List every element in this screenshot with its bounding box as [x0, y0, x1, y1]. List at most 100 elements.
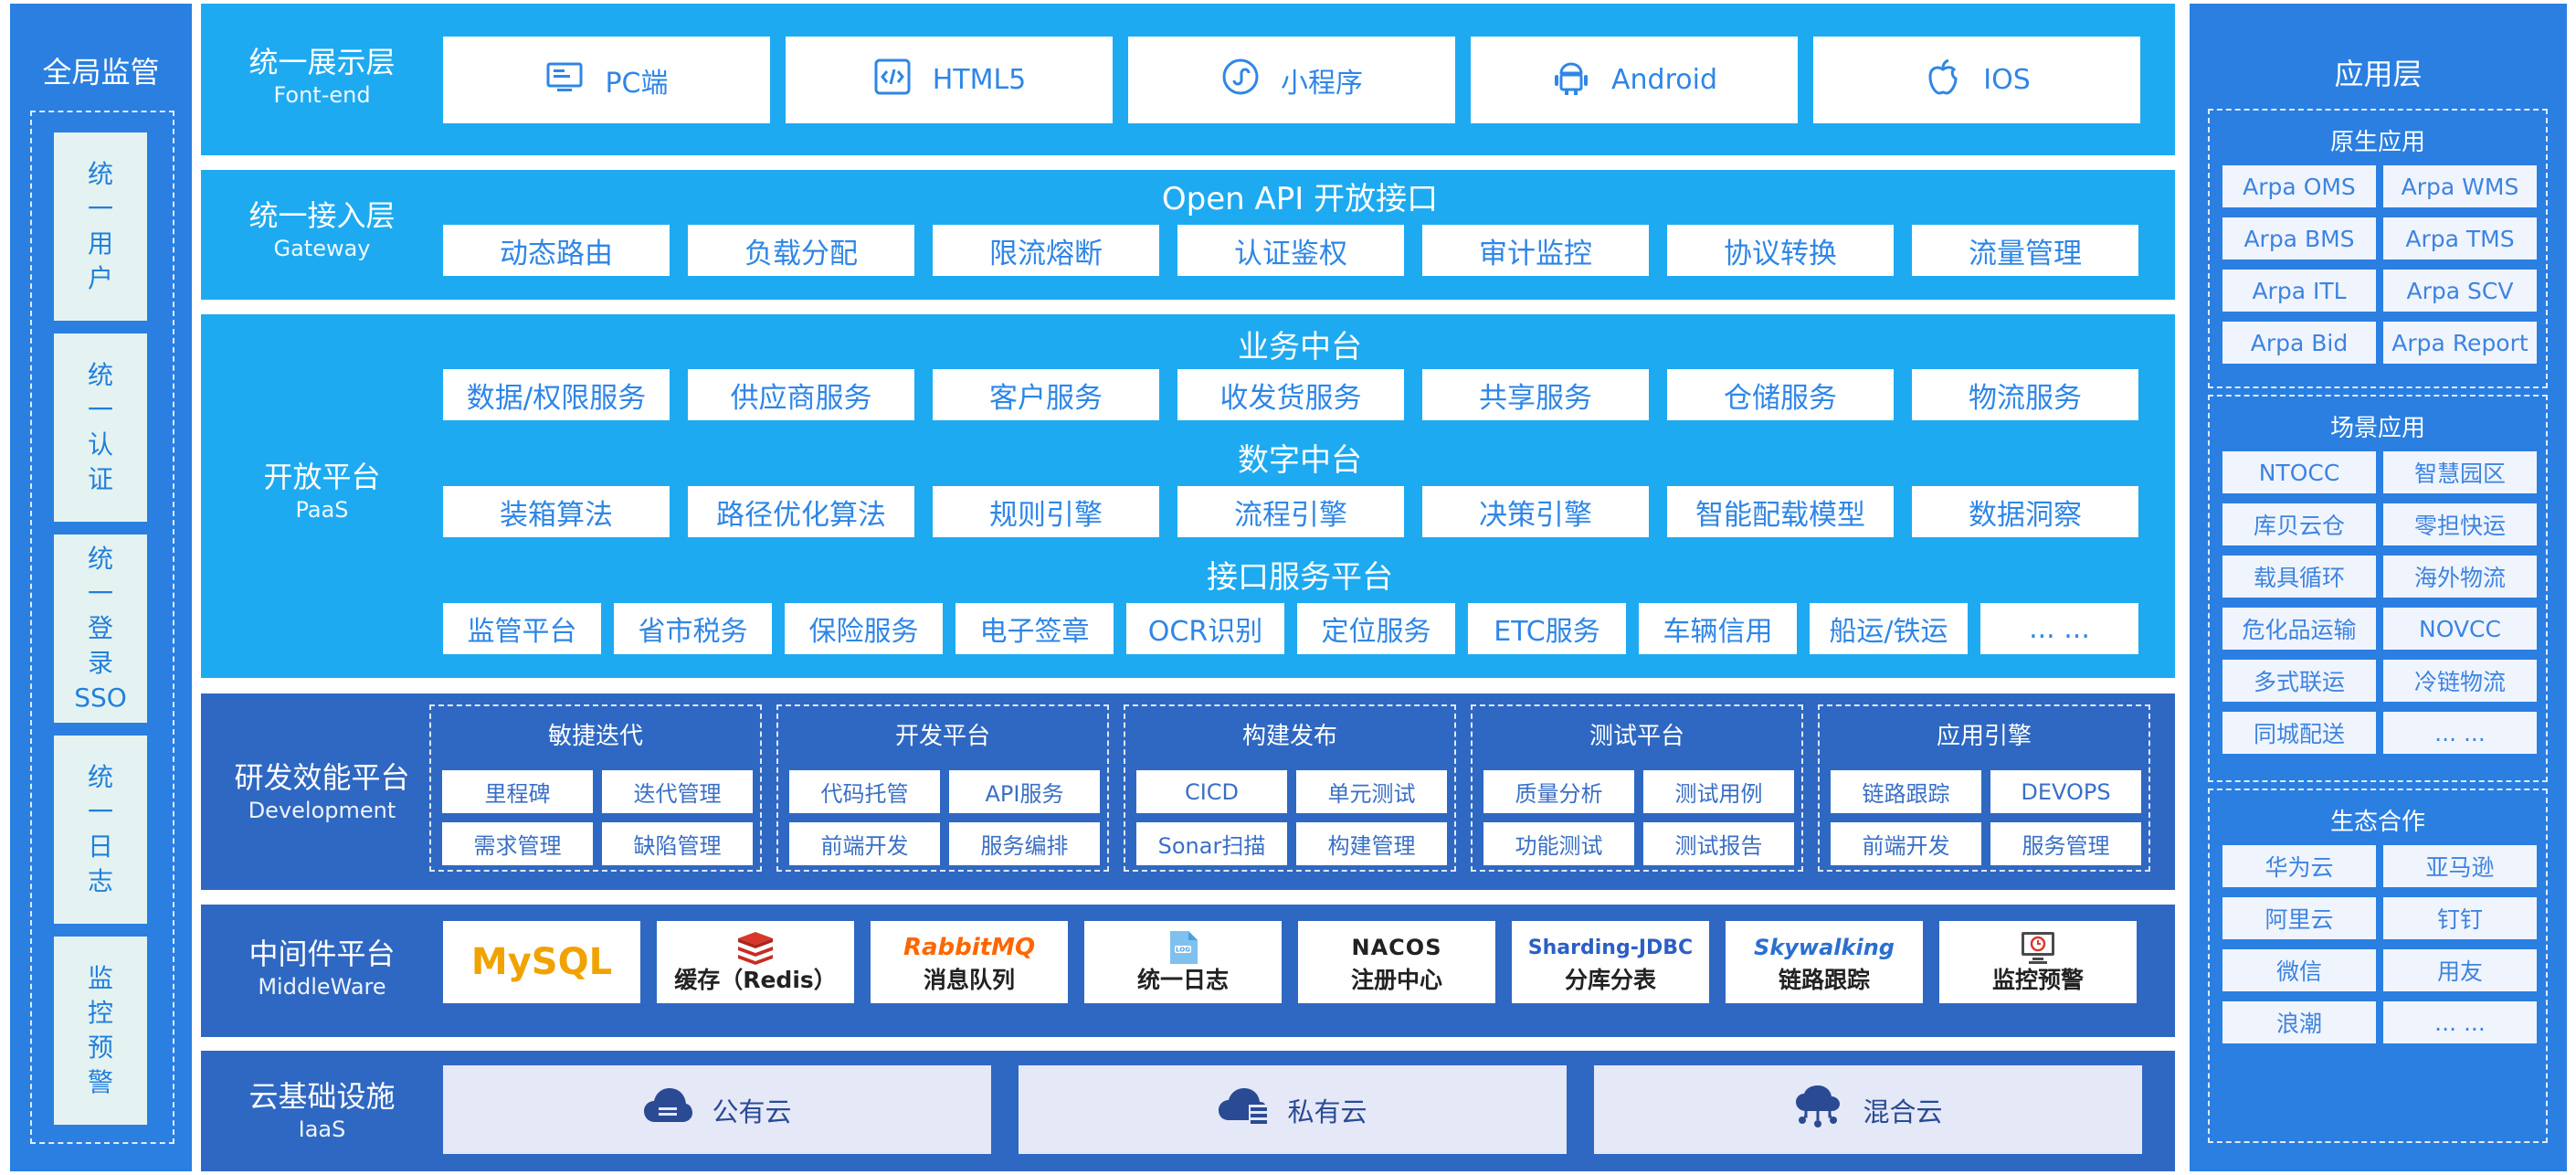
app-item[interactable]: 阿里云 — [2222, 897, 2376, 939]
interface-service-item[interactable]: 保险服务 — [785, 603, 943, 654]
monitor-alert-mw-card[interactable]: 监控预警 — [1939, 921, 2137, 1003]
gateway-item[interactable]: 限流熔断 — [933, 225, 1159, 276]
business-service-item[interactable]: 共享服务 — [1422, 369, 1649, 420]
app-item[interactable]: 同城配送 — [2222, 712, 2376, 754]
unified-user-card[interactable]: 统 一 用 户 — [54, 132, 147, 321]
app-item[interactable]: Arpa Bid — [2222, 322, 2376, 364]
dev-item[interactable]: 测试用例 — [1643, 770, 1794, 813]
app-item[interactable]: 零担快运 — [2383, 503, 2537, 545]
app-item[interactable]: 库贝云仓 — [2222, 503, 2376, 545]
app-item[interactable]: 钉钉 — [2383, 897, 2537, 939]
public-cloud-card[interactable]: 公有云 — [443, 1065, 991, 1154]
dev-item[interactable]: 单元测试 — [1296, 770, 1447, 813]
app-item[interactable]: ... ... — [2383, 1001, 2537, 1043]
digital-service-item[interactable]: 装箱算法 — [443, 486, 670, 537]
app-item[interactable]: 海外物流 — [2383, 556, 2537, 598]
dev-item[interactable]: API服务 — [949, 770, 1100, 813]
app-item[interactable]: 用友 — [2383, 949, 2537, 991]
dev-item[interactable]: 质量分析 — [1483, 770, 1634, 813]
dev-item[interactable]: 服务编排 — [949, 822, 1100, 865]
app-item[interactable]: 危化品运输 — [2222, 608, 2376, 650]
dev-item[interactable]: 缺陷管理 — [602, 822, 753, 865]
dev-item[interactable]: CICD — [1136, 770, 1287, 813]
business-service-item[interactable]: 客户服务 — [933, 369, 1159, 420]
digital-service-item[interactable]: 规则引擎 — [933, 486, 1159, 537]
dev-item[interactable]: 链路跟踪 — [1831, 770, 1981, 813]
app-item[interactable]: Arpa WMS — [2383, 165, 2537, 207]
business-service-item[interactable]: 收发货服务 — [1177, 369, 1404, 420]
interface-service-item[interactable]: 定位服务 — [1297, 603, 1455, 654]
gateway-item[interactable]: 流量管理 — [1912, 225, 2138, 276]
hybrid-cloud-card[interactable]: 混合云 — [1594, 1065, 2142, 1154]
gateway-item[interactable]: 认证鉴权 — [1177, 225, 1404, 276]
frontend-pc-card[interactable]: PC端 — [443, 37, 770, 123]
gateway-item[interactable]: 协议转换 — [1667, 225, 1894, 276]
gateway-item[interactable]: 审计监控 — [1422, 225, 1649, 276]
nacos-card[interactable]: NACOS 注册中心 — [1298, 921, 1495, 1003]
skywalking-card[interactable]: Skywalking 链路跟踪 — [1726, 921, 1923, 1003]
digital-service-item[interactable]: 决策引擎 — [1422, 486, 1649, 537]
dev-item[interactable]: 测试报告 — [1643, 822, 1794, 865]
monitor-alert-card[interactable]: 监 控 预 警 — [54, 937, 147, 1125]
gateway-item[interactable]: 负载分配 — [688, 225, 914, 276]
business-service-item[interactable]: 数据/权限服务 — [443, 369, 670, 420]
interface-service-item[interactable]: OCR识别 — [1126, 603, 1284, 654]
dev-item[interactable]: Sonar扫描 — [1136, 822, 1287, 865]
digital-service-item[interactable]: 智能配载模型 — [1667, 486, 1894, 537]
digital-service-item[interactable]: 数据洞察 — [1912, 486, 2138, 537]
app-item[interactable]: 智慧园区 — [2383, 451, 2537, 493]
dev-item[interactable]: 功能测试 — [1483, 822, 1634, 865]
dev-item[interactable]: 前端开发 — [1831, 822, 1981, 865]
frontend-ios-card[interactable]: IOS — [1813, 37, 2140, 123]
app-item[interactable]: Arpa OMS — [2222, 165, 2376, 207]
app-item[interactable]: 多式联运 — [2222, 660, 2376, 702]
app-item[interactable]: Arpa TMS — [2383, 217, 2537, 259]
private-cloud-card[interactable]: 私有云 — [1019, 1065, 1567, 1154]
app-item[interactable]: Arpa Report — [2383, 322, 2537, 364]
app-item[interactable]: NTOCC — [2222, 451, 2376, 493]
redis-card[interactable]: 缓存（Redis） — [657, 921, 854, 1003]
interface-service-item[interactable]: 省市税务 — [614, 603, 772, 654]
dev-item[interactable]: 构建管理 — [1296, 822, 1447, 865]
unified-auth-card[interactable]: 统 一 认 证 — [54, 333, 147, 522]
dev-item[interactable]: 需求管理 — [442, 822, 593, 865]
mysql-card[interactable]: MySQL — [443, 921, 640, 1003]
rabbitmq-card[interactable]: RabbitMQ 消息队列 — [871, 921, 1068, 1003]
dev-item[interactable]: 代码托管 — [789, 770, 940, 813]
dev-item[interactable]: 迭代管理 — [602, 770, 753, 813]
interface-service-item[interactable]: ETC服务 — [1468, 603, 1626, 654]
app-item[interactable]: ... ... — [2383, 712, 2537, 754]
app-item[interactable]: Arpa ITL — [2222, 270, 2376, 312]
interface-service-item[interactable]: 车辆信用 — [1639, 603, 1797, 654]
digital-service-item[interactable]: 流程引擎 — [1177, 486, 1404, 537]
unified-log-mw-card[interactable]: LOG 统一日志 — [1084, 921, 1282, 1003]
app-item[interactable]: 华为云 — [2222, 845, 2376, 887]
app-item[interactable]: 亚马逊 — [2383, 845, 2537, 887]
dev-item[interactable]: 里程碑 — [442, 770, 593, 813]
interface-service-item[interactable]: 船运/铁运 — [1810, 603, 1968, 654]
interface-service-item[interactable]: ... ... — [1980, 603, 2138, 654]
frontend-miniprogram-card[interactable]: 小程序 — [1128, 37, 1455, 123]
sharding-jdbc-card[interactable]: Sharding-JDBC 分库分表 — [1512, 921, 1709, 1003]
dev-item[interactable]: 前端开发 — [789, 822, 940, 865]
business-service-item[interactable]: 仓储服务 — [1667, 369, 1894, 420]
app-item[interactable]: NOVCC — [2383, 608, 2537, 650]
frontend-android-card[interactable]: Android — [1471, 37, 1798, 123]
dev-item[interactable]: 服务管理 — [1990, 822, 2141, 865]
app-item[interactable]: 冷链物流 — [2383, 660, 2537, 702]
dev-item[interactable]: DEVOPS — [1990, 770, 2141, 813]
business-service-item[interactable]: 供应商服务 — [688, 369, 914, 420]
app-item[interactable]: 载具循环 — [2222, 556, 2376, 598]
gateway-item[interactable]: 动态路由 — [443, 225, 670, 276]
unified-log-card[interactable]: 统 一 日 志 — [54, 736, 147, 924]
business-service-item[interactable]: 物流服务 — [1912, 369, 2138, 420]
unified-login-card[interactable]: 统 一 登 录 SSO — [54, 535, 147, 723]
app-item[interactable]: Arpa SCV — [2383, 270, 2537, 312]
digital-service-item[interactable]: 路径优化算法 — [688, 486, 914, 537]
app-item[interactable]: 浪潮 — [2222, 1001, 2376, 1043]
app-item[interactable]: Arpa BMS — [2222, 217, 2376, 259]
interface-service-item[interactable]: 监管平台 — [443, 603, 601, 654]
app-item[interactable]: 微信 — [2222, 949, 2376, 991]
frontend-html5-card[interactable]: HTML5 — [786, 37, 1113, 123]
interface-service-item[interactable]: 电子签章 — [955, 603, 1114, 654]
